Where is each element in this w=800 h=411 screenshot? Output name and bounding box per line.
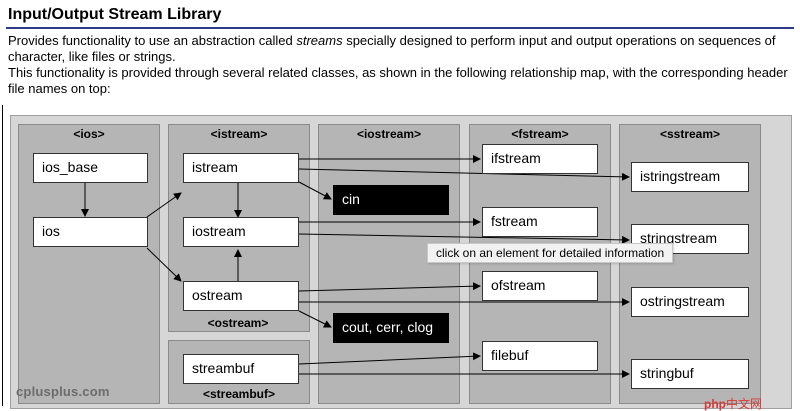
column-ostream-group: <ostream> (168, 270, 308, 330)
node-fstream[interactable]: fstream (482, 207, 598, 237)
node-filebuf[interactable]: filebuf (482, 341, 598, 371)
node-ofstream[interactable]: ofstream (482, 271, 598, 301)
arrow-ios-to-ostream (146, 247, 182, 282)
cplusplus-watermark: cplusplus.com (16, 384, 110, 399)
column-header-streambuf[interactable]: <streambuf> (202, 387, 276, 401)
node-cout-cerr-clog[interactable]: cout, cerr, clog (333, 313, 449, 343)
intro-line-1-end: specially designed to perform input and … (8, 33, 776, 64)
node-stringbuf[interactable]: stringbuf (631, 359, 749, 389)
node-ios[interactable]: ios (33, 217, 148, 247)
node-istream[interactable]: istream (183, 153, 299, 183)
column-iostream: <iostream> (318, 124, 460, 404)
title-rule (6, 27, 794, 29)
arrow-ostream-to-cout (298, 310, 332, 328)
page-title: Input/Output Stream Library (8, 6, 222, 23)
intro-line-1: Provides functionality to use an abstrac… (8, 33, 796, 65)
node-ios-base[interactable]: ios_base (33, 153, 148, 183)
node-iostream[interactable]: iostream (183, 217, 299, 247)
column-header-sstream[interactable]: <sstream> (659, 127, 721, 141)
intro-emphasis-streams: streams (296, 33, 343, 48)
intro-line-2: This functionality is provided through s… (8, 65, 788, 96)
column-header-fstream[interactable]: <fstream> (511, 127, 569, 141)
relationship-map: <ios> <istream> <ostream> <streambuf> <i… (10, 115, 792, 409)
hint-tooltip: click on an element for detailed informa… (427, 243, 674, 263)
node-ifstream[interactable]: ifstream (482, 144, 598, 174)
node-cin[interactable]: cin (333, 185, 449, 215)
php-cn-badge: php中文网 (704, 398, 762, 410)
column-header-iostream[interactable]: <iostream> (356, 127, 422, 141)
column-header-ostream[interactable]: <ostream> (207, 316, 269, 330)
node-istringstream[interactable]: istringstream (631, 162, 749, 192)
php-cn-badge-text: 中文网 (726, 397, 763, 411)
column-header-istream[interactable]: <istream> (210, 127, 268, 141)
php-logo: php (704, 397, 726, 411)
intro-line-1-start: Provides functionality to use an abstrac… (8, 33, 297, 48)
node-streambuf[interactable]: streambuf (183, 354, 299, 384)
connector-arrows (81, 155, 630, 378)
node-ostream[interactable]: ostream (183, 281, 299, 311)
content-frame (2, 105, 797, 406)
arrow-streambuf-to-filebuf (298, 352, 481, 365)
intro-text: Provides functionality to use an abstrac… (8, 33, 796, 97)
arrow-ostream-to-ofstream (298, 282, 481, 292)
arrow-iostream-to-stringstream (298, 233, 630, 244)
node-ostringstream[interactable]: ostringstream (631, 287, 749, 317)
arrow-ios-to-istream (146, 192, 182, 218)
arrow-istream-to-cin (298, 181, 332, 200)
column-header-ios[interactable]: <ios> (73, 127, 105, 141)
arrow-istream-to-istringstream (298, 168, 630, 181)
